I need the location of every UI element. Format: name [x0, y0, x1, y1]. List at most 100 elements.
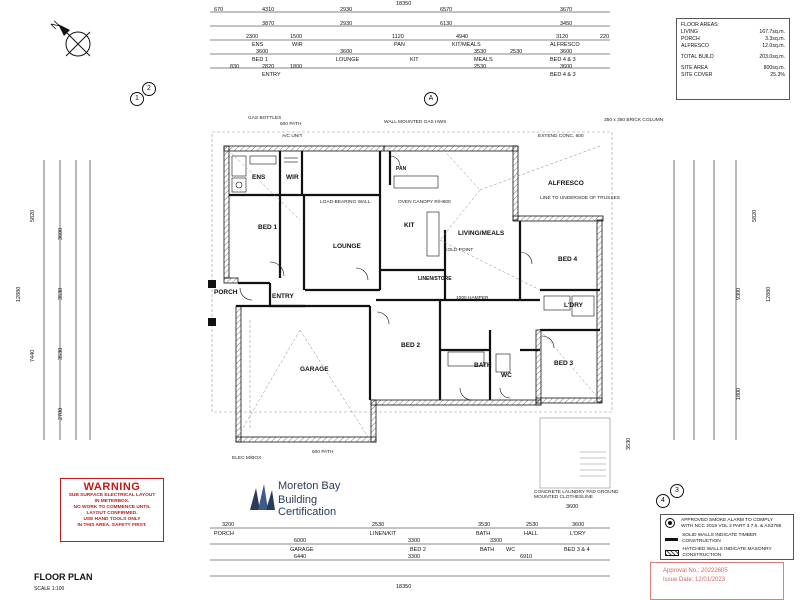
dim: 830 [230, 64, 240, 70]
dim: 2530 [474, 64, 487, 70]
dim: 2530 [526, 522, 539, 528]
warning-line: LAYOUT CONFIRMED. [86, 511, 138, 516]
approval-number: Approval No.: 20222605 [663, 568, 728, 574]
warning-box: WARNING SUB SURFACE ELECTRICAL LAYOUT IN… [60, 478, 164, 542]
warning-line: IN METERBOX. [94, 499, 130, 504]
right-dim-lines [673, 160, 737, 440]
building-logo-icon [250, 484, 275, 510]
legend-hatched-wall: HATCHED WALLS INDICATE MASONRY CONSTRUCT… [682, 547, 772, 558]
top-dim-lines [210, 11, 610, 69]
dim-label: KIT [410, 57, 419, 63]
area-value: 203.0sq.m. [759, 54, 785, 60]
dim-label: ENTRY [262, 72, 281, 78]
section-marker: 3 [670, 484, 684, 498]
dim: 3600 [560, 49, 573, 55]
room-bed1: BED 1 [258, 224, 278, 231]
warning-line: USE HAND TOOLS ONLY [83, 517, 141, 522]
dim-label: BED 1 [252, 57, 268, 63]
dim: 2300 [246, 34, 259, 40]
room-alfresco: ALFRESCO [548, 180, 584, 187]
dim-label: BED 4 & 3 [550, 57, 576, 63]
note-brick-column: 350 x 350 BRICK COLUMN [604, 118, 664, 123]
dim: 3530 [474, 49, 487, 55]
room-living: LIVING/MEALS [458, 230, 505, 237]
dim-label: PORCH [214, 531, 234, 537]
room-ens: ENS [252, 174, 266, 181]
dim: 220 [600, 34, 610, 40]
note-extend-conc: EXTEND CONC. 600 [538, 134, 584, 139]
north-arrow: N [48, 14, 98, 64]
warning-line: NO WORK TO COMMENCE UNTIL [73, 505, 151, 510]
dim: 3300 [408, 554, 421, 560]
dim-3600: 3600 [566, 504, 579, 510]
dim: 1120 [392, 34, 404, 40]
note-path-bottom: 600 PATH [312, 450, 334, 455]
bottom-dim-lines [210, 527, 610, 577]
dim-label: KIT/MEALS [452, 42, 481, 48]
section-marker: 2 [142, 82, 156, 96]
note-gas-hws: WALL MOUNTED GAS HWS [384, 120, 447, 125]
dim-overall-top: 18350 [396, 1, 412, 7]
dim: 3120 [556, 34, 569, 40]
area-label: TOTAL BUILD [681, 54, 714, 60]
dim-label: GARAGE [290, 547, 314, 553]
legend-box: APPROVED SMOKE ALARM TO COMPLY WITH NCC … [660, 514, 794, 560]
dim-label: HALL [524, 531, 538, 537]
room-bed3: BED 3 [554, 360, 574, 367]
room-bed2: BED 2 [401, 342, 421, 349]
dim: 3300 [408, 538, 421, 544]
warning-title: WARNING [83, 481, 141, 493]
area-value: 12.0sq.m. [762, 43, 785, 49]
dim: 4940 [456, 34, 469, 40]
room-pan: PAN [396, 166, 407, 172]
area-label: SITE AREA [681, 65, 708, 71]
dim: 670 [214, 7, 224, 13]
dim: 3600 [256, 49, 269, 55]
dim: 6440 [294, 554, 307, 560]
solid-wall-swatch [665, 537, 679, 541]
dim: 3600 [572, 522, 585, 528]
dim-label: BATH [476, 531, 491, 537]
room-porch: PORCH [214, 289, 238, 296]
dim-label: MEALS [474, 57, 493, 63]
area-label: LIVING [681, 29, 699, 35]
dim-label: WC [506, 547, 516, 553]
area-value: 3.3sq.m. [765, 36, 785, 42]
room-ldry: L'DRY [564, 302, 583, 309]
dim-label: BED 2 [410, 547, 426, 553]
dim: 3870 [262, 21, 275, 27]
room-garage: GARAGE [300, 366, 329, 373]
area-value: 800sq.m. [763, 65, 785, 71]
dim: 2530 [372, 522, 385, 528]
note-load-wall: LOAD-BEARING WALL [320, 200, 371, 205]
room-lounge: LOUNGE [333, 243, 361, 250]
room-wc: WC [501, 372, 512, 379]
dim: 1500 [290, 34, 303, 40]
warning-line: SUB SURFACE ELECTRICAL LAYOUT [68, 493, 156, 498]
logo-line1: Moreton Bay [278, 480, 341, 492]
floor-areas-heading: FLOOR AREAS: [681, 22, 720, 28]
dim-label: PAN [394, 42, 405, 48]
dim: 2820 [262, 64, 275, 70]
dim: 2930 [340, 21, 353, 27]
section-marker: 4 [656, 494, 670, 508]
room-kit: KIT [404, 222, 415, 229]
dim-overall-bottom: 18350 [396, 584, 412, 590]
dim: 2930 [340, 7, 353, 13]
note-gas-bottles: GAS BOTTLES [248, 116, 282, 121]
section-marker: 1 [130, 92, 144, 106]
note-laundry-pad: CONCRETE LAUNDRY PAD GROUND MOUNTED CLOT… [534, 490, 619, 500]
room-wir: WIR [286, 174, 299, 181]
note-cold-point: COLD POINT [444, 248, 474, 253]
warning-line: IN THIS AREA. SAFETY FIRST. [77, 523, 147, 528]
legend-solid-wall: SOLID WALLS INDICATE TIMBER CONSTRUCTION [682, 533, 757, 544]
left-dim-lines [43, 160, 91, 440]
note-soffit: LINE TO UNDERSIDE OF TRUSSES [540, 196, 620, 201]
smoke-alarm-icon [665, 518, 675, 528]
section-marker-a: A [424, 92, 438, 106]
note-elec: ELEC M/BOX [232, 456, 262, 461]
plan-title: FLOOR PLAN [34, 572, 93, 582]
dim: 1800 [290, 64, 303, 70]
dim-label: LOUNGE [336, 57, 360, 63]
